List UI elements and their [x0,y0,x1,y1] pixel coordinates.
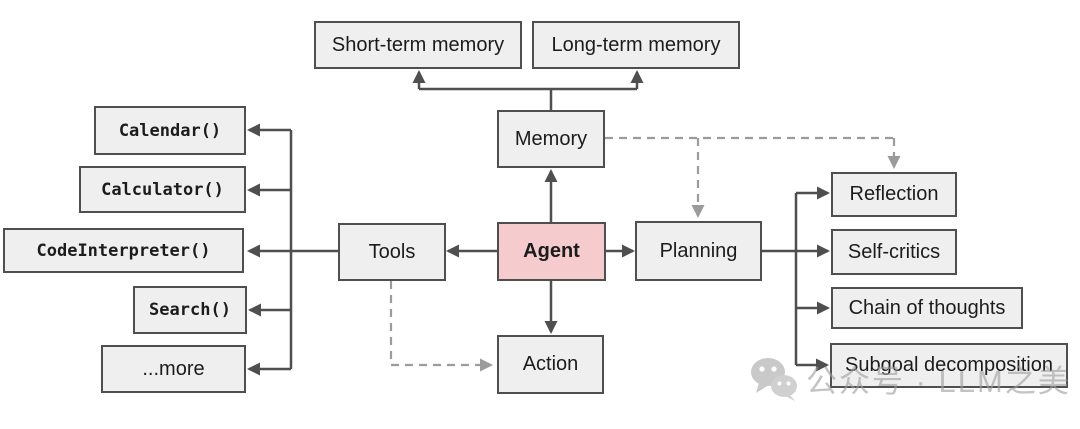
node-subgoal-decomposition: Subgoal decomposition [830,343,1068,388]
node-calculator: Calculator() [79,166,246,213]
node-chain-of-thoughts: Chain of thoughts [831,287,1023,329]
node-memory: Memory [497,110,605,168]
node-search: Search() [133,286,247,334]
node-code-interpreter: CodeInterpreter() [3,228,244,273]
node-tools: Tools [338,223,446,281]
node-short-term-memory: Short-term memory [314,21,522,69]
node-agent: Agent [497,222,606,281]
node-more: ...more [101,345,246,393]
node-action: Action [497,335,604,394]
node-planning: Planning [635,221,762,281]
node-long-term-memory: Long-term memory [532,21,740,69]
node-reflection: Reflection [831,172,957,217]
node-calendar: Calendar() [94,106,246,155]
node-self-critics: Self-critics [831,229,957,275]
